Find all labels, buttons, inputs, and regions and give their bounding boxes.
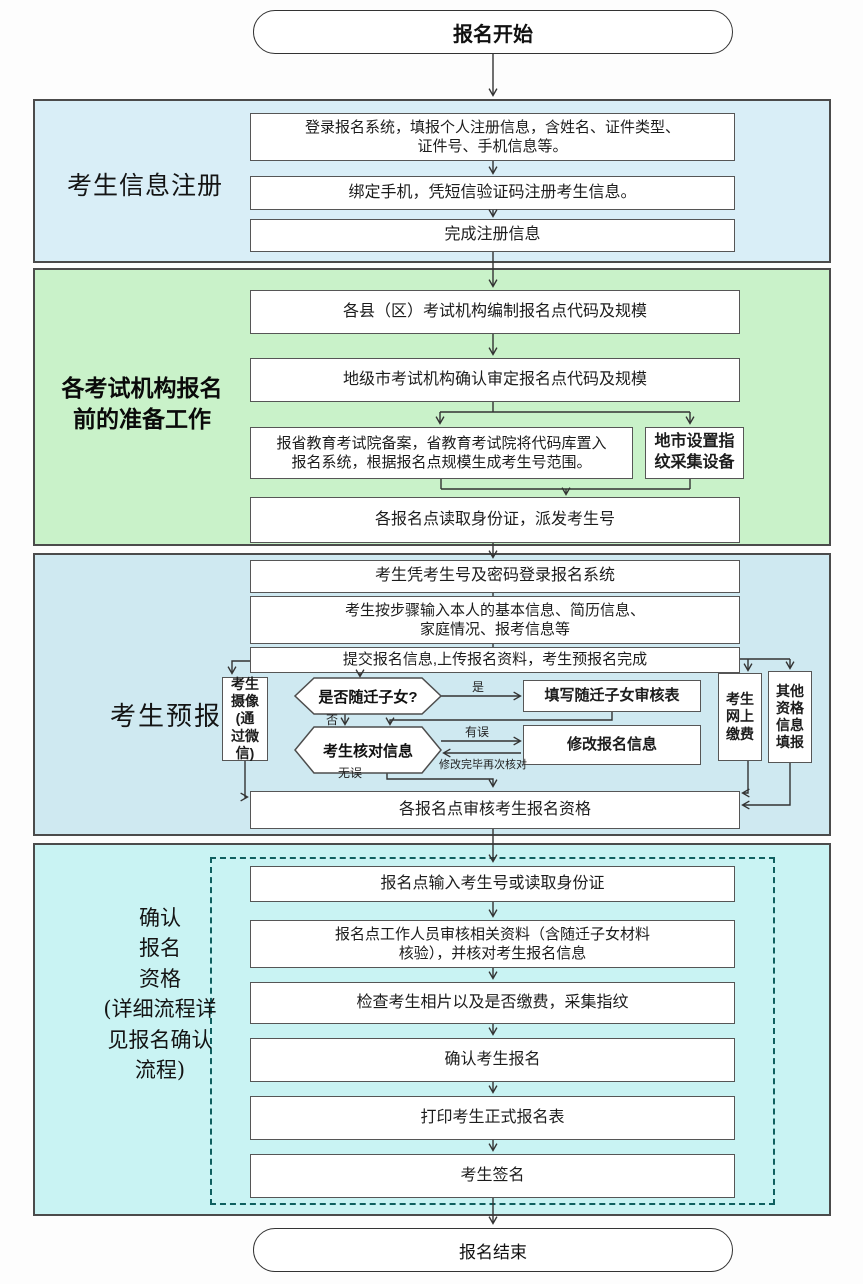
process-print-form: 打印考生正式报名表	[250, 1096, 735, 1140]
process-review-material: 报名点工作人员审核相关资料（含随迁子女材料 核验），并核对考生报名信息	[250, 920, 735, 968]
process-province-record: 报省教育考试院备案，省教育考试院将代码库置入 报名系统，根据报名点规模生成考生号…	[250, 427, 633, 479]
process-distribute-id: 各报名点读取身份证，派发考生号	[250, 497, 740, 543]
process-check-photo-pay: 检查考生相片以及是否缴费，采集指纹	[250, 982, 735, 1024]
decision-verify: 考生核对信息	[322, 742, 413, 760]
edge-label-yes: 是	[471, 680, 485, 694]
process-modify-info: 修改报名信息	[523, 725, 701, 765]
process-confirm-register: 确认考生报名	[250, 1038, 735, 1082]
process-county-code: 各县（区）考试机构编制报名点代码及规模	[250, 290, 740, 334]
process-city-confirm: 地级市考试机构确认审定报名点代码及规模	[250, 358, 740, 402]
process-candidate-login: 考生凭考生号及密码登录报名系统	[250, 560, 740, 593]
process-other-info: 其他 资格 信息 填报	[768, 671, 812, 763]
end-node: 报名结束	[253, 1228, 733, 1272]
edge-label-recheck: 修改完毕再次核对	[439, 758, 527, 771]
process-input-candidate-id: 报名点输入考生号或读取身份证	[250, 866, 735, 902]
edge-label-has-error: 有误	[464, 725, 490, 739]
edge-label-no: 否	[325, 713, 339, 727]
process-audit-qualification: 各报名点审核考生报名资格	[250, 791, 740, 829]
process-photo-wechat: 考生 摄像 (通 过微 信)	[222, 676, 268, 761]
process-online-pay: 考生 网上 缴费	[718, 673, 762, 761]
section-prepare-label: 各考试机构报名 前的准备工作	[61, 375, 223, 433]
process-bind-phone: 绑定手机，凭短信验证码注册考生信息。	[250, 176, 735, 210]
process-login-register: 登录报名系统，填报个人注册信息，含姓名、证件类型、 证件号、手机信息等。	[250, 113, 735, 161]
process-complete-register: 完成注册信息	[250, 219, 735, 252]
section-confirm-label: 确认 报名 资格 (详细流程详 见报名确认 流程)	[103, 906, 217, 1083]
decision-migrant: 是否随迁子女?	[318, 688, 418, 706]
process-candidate-sign: 考生签名	[250, 1154, 735, 1198]
process-input-info: 考生按步骤输入本人的基本信息、简历信息、 家庭情况、报考信息等	[250, 596, 740, 644]
confirm-subprocess-container	[210, 857, 775, 1205]
section-confirm	[33, 843, 831, 1216]
process-migrant-form: 填写随迁子女审核表	[523, 680, 701, 712]
section-register-label: 考生信息注册	[66, 171, 223, 200]
process-submit-info: 提交报名信息,上传报名资料，考生预报名完成	[250, 647, 740, 673]
process-fingerprint-device: 地市设置指 纹采集设备	[645, 427, 744, 479]
start-node: 报名开始	[253, 10, 733, 54]
edge-label-no-error: 无误	[337, 766, 363, 780]
